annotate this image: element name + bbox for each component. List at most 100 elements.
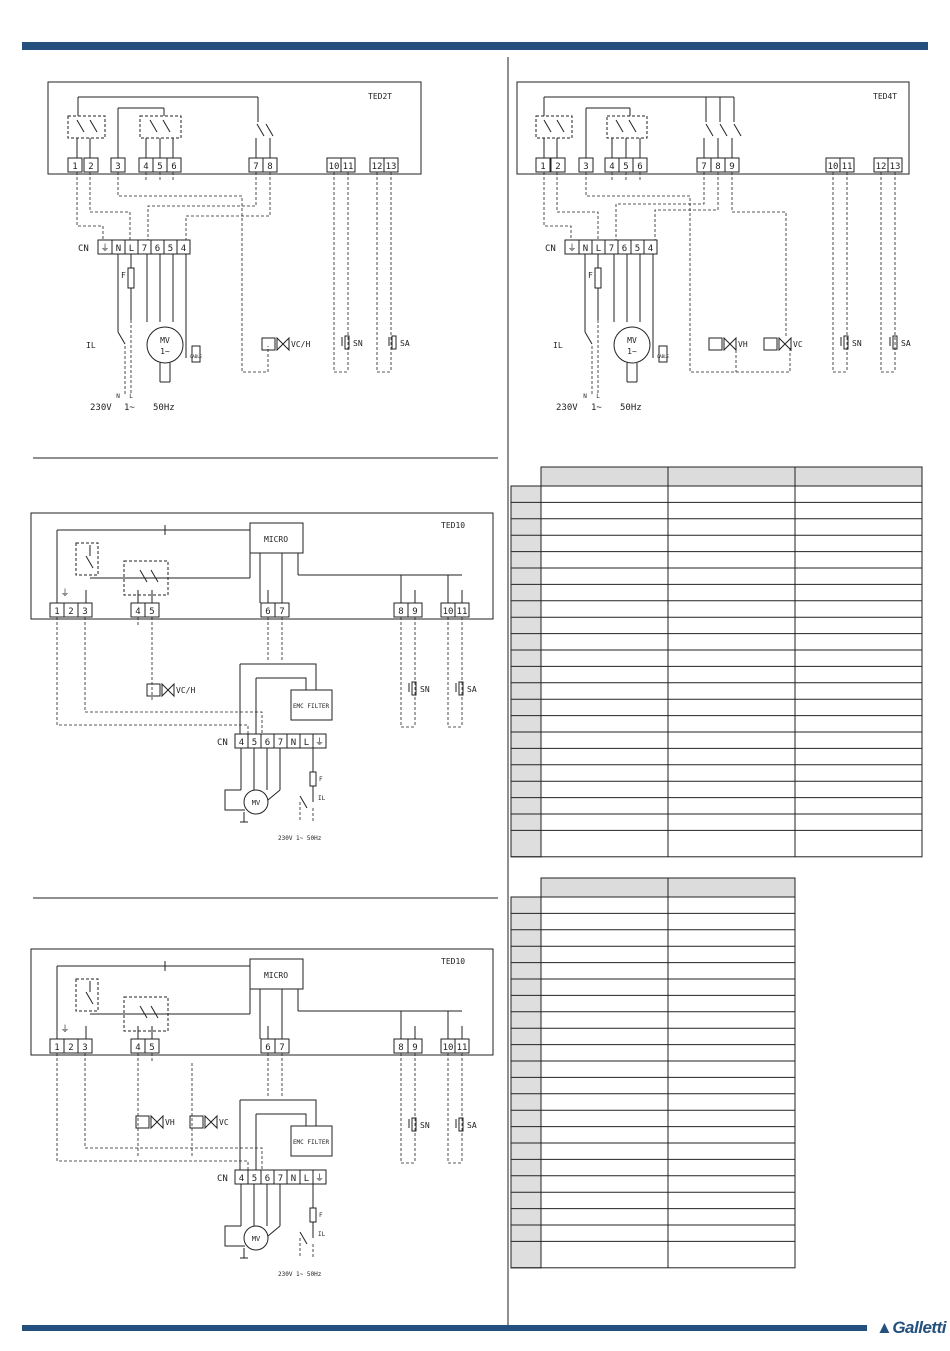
wire <box>267 789 281 801</box>
ted10b-cn-label: 4 <box>239 1174 244 1184</box>
ted10b-valve-c-label: VC <box>219 1118 229 1127</box>
ted10b-terminal-label: 5 <box>149 1043 154 1053</box>
ted2t-switch-group-1 <box>67 115 106 139</box>
ted10b-probe-sa-label: SA <box>467 1121 477 1130</box>
ted2t-terminal-label: 5 <box>157 162 162 172</box>
ted10a-valve-actuator <box>146 683 161 697</box>
ted10b-earth-symbol: ⏚ <box>315 1173 324 1184</box>
ted10b-terminal-label: 7 <box>279 1043 284 1053</box>
ted4t-fuse <box>594 267 602 289</box>
ted10a-terminal-label: 11 <box>457 607 468 617</box>
wire <box>76 182 104 240</box>
ted10a-earth-symbol: ⏚ <box>60 588 69 599</box>
switch-contact <box>139 569 148 583</box>
table-2-row-stub <box>510 896 542 1269</box>
ted10b-terminal-label: 9 <box>412 1043 417 1053</box>
ted10a-probe-sn-label: SN <box>420 685 430 694</box>
ted10b-emc-filter <box>290 1125 333 1157</box>
ted10b-terminal-label: 10 <box>443 1043 454 1053</box>
ted10b-emc-label: EMC FILTER <box>293 1139 330 1146</box>
ted10a-emc-label: EMC FILTER <box>293 703 330 710</box>
ted4t-earth-label: CABLE <box>657 354 670 359</box>
ted10b-probe-sn <box>411 1117 417 1132</box>
wire <box>556 182 599 240</box>
ted10a-earth-symbol: ⏚ <box>315 737 324 748</box>
ted2t-cn-label: CN <box>78 244 89 254</box>
ted4t-controller-box <box>516 81 910 175</box>
ted10b-motor-label: MV <box>252 1235 261 1243</box>
ted2t-cn-terminal-4 <box>176 239 191 255</box>
ted4t-switch-group-1 <box>535 115 573 139</box>
ted4t-terminal-label: 11 <box>842 162 853 172</box>
ted4t-terminal-label: 9 <box>729 162 734 172</box>
ted10b-controller-box <box>30 948 494 1056</box>
wire <box>256 1113 307 1126</box>
ted4t-supply-l: L <box>596 393 600 400</box>
ted2t-motor-top: MV <box>160 336 170 345</box>
wire <box>240 1099 317 1126</box>
ted10b-valve-h-label: VH <box>165 1118 175 1127</box>
ted10b-cn-label: CN <box>217 1174 228 1184</box>
ted4t-terminal-label: 4 <box>609 162 614 172</box>
ted2t-terminal-label: 8 <box>267 162 272 172</box>
ted10b-terminal-label: 11 <box>457 1043 468 1053</box>
wire <box>240 663 317 690</box>
ted10a-micro-label: MICRO <box>264 535 288 544</box>
ted10a-terminal-label: 6 <box>265 607 270 617</box>
ted10b-valve-c-actuator <box>189 1115 204 1129</box>
ted10a-cn-earth <box>312 733 327 749</box>
ted2t-switch-group-2 <box>139 115 182 139</box>
ted2t-fuse <box>127 267 135 289</box>
ted2t-cn-label: L <box>129 244 134 254</box>
ted10a-terminal-label: 2 <box>68 607 73 617</box>
ted10a-valve-label: VC/H <box>176 686 195 695</box>
ted10a-micro-box <box>249 522 304 554</box>
switch-contact <box>733 123 742 137</box>
ted2t-probe-sa-label: SA <box>400 339 410 348</box>
ted10a-switch-label: IL <box>318 795 326 802</box>
ted4t-valve-h-body <box>723 336 737 352</box>
ted4t-terminal-label: 12 <box>876 162 887 172</box>
ted2t-terminal-label: 13 <box>386 162 397 172</box>
switch-contact <box>556 119 565 133</box>
ted10a-terminal-label: 8 <box>398 607 403 617</box>
ted4t-fuse-label: F <box>588 271 593 280</box>
switch-contact <box>628 119 637 133</box>
ted10a-emc-filter <box>290 689 333 721</box>
ted4t-terminal-label: 7 <box>701 162 706 172</box>
ted4t-probe-sa <box>892 335 898 350</box>
ted2t-probe-sn-label: SN <box>353 339 363 348</box>
ted10b-probe-sn-label: SN <box>420 1121 430 1130</box>
table-1-header <box>540 466 923 487</box>
ted4t-cn-label: 4 <box>648 244 653 254</box>
ted2t-mains-switch <box>117 331 126 345</box>
ted10b-switch-group-1 <box>75 978 99 1012</box>
bottom-footer-bar <box>22 1325 867 1331</box>
ted10a-motor-label: MV <box>252 799 261 807</box>
ted10b-supply-label: 230V 1~ 50Hz <box>278 1271 322 1278</box>
ted4t-valve-h-label: VH <box>738 340 748 349</box>
ted4t-terminal-label: 13 <box>890 162 901 172</box>
ted4t-valve-c-body <box>778 336 792 352</box>
ted4t-terminal-label: 3 <box>583 162 588 172</box>
ted10a-cn-label: L <box>304 738 309 748</box>
ted4t-cn-label: L <box>596 244 601 254</box>
ted10b-valve-h-body <box>150 1114 164 1130</box>
ted4t-supply-freq: 50Hz <box>620 403 642 413</box>
ted2t-terminal-label: 11 <box>343 162 354 172</box>
ted2t-terminal-label: 12 <box>372 162 383 172</box>
ted2t-supply-phase: 1~ <box>124 403 135 413</box>
ted10b-fuse-label: F <box>319 1212 323 1219</box>
ted10b-motor <box>243 1225 269 1251</box>
ted2t-valve-actuator <box>261 337 276 351</box>
ted4t-switch-group-2 <box>606 115 648 139</box>
ted2t-controller-box <box>47 81 422 175</box>
ted10a-cn-label: 5 <box>252 738 257 748</box>
ted2t-cn-label: N <box>116 244 121 254</box>
ted2t-terminal-label: 3 <box>115 162 120 172</box>
ted2t-probe-sn <box>344 335 350 350</box>
ted10a-terminal-label: 9 <box>412 607 417 617</box>
ted4t-earth-cable <box>658 345 668 363</box>
ted2t-terminal-label: 4 <box>143 162 148 172</box>
ted4t-cn-label: 6 <box>622 244 627 254</box>
